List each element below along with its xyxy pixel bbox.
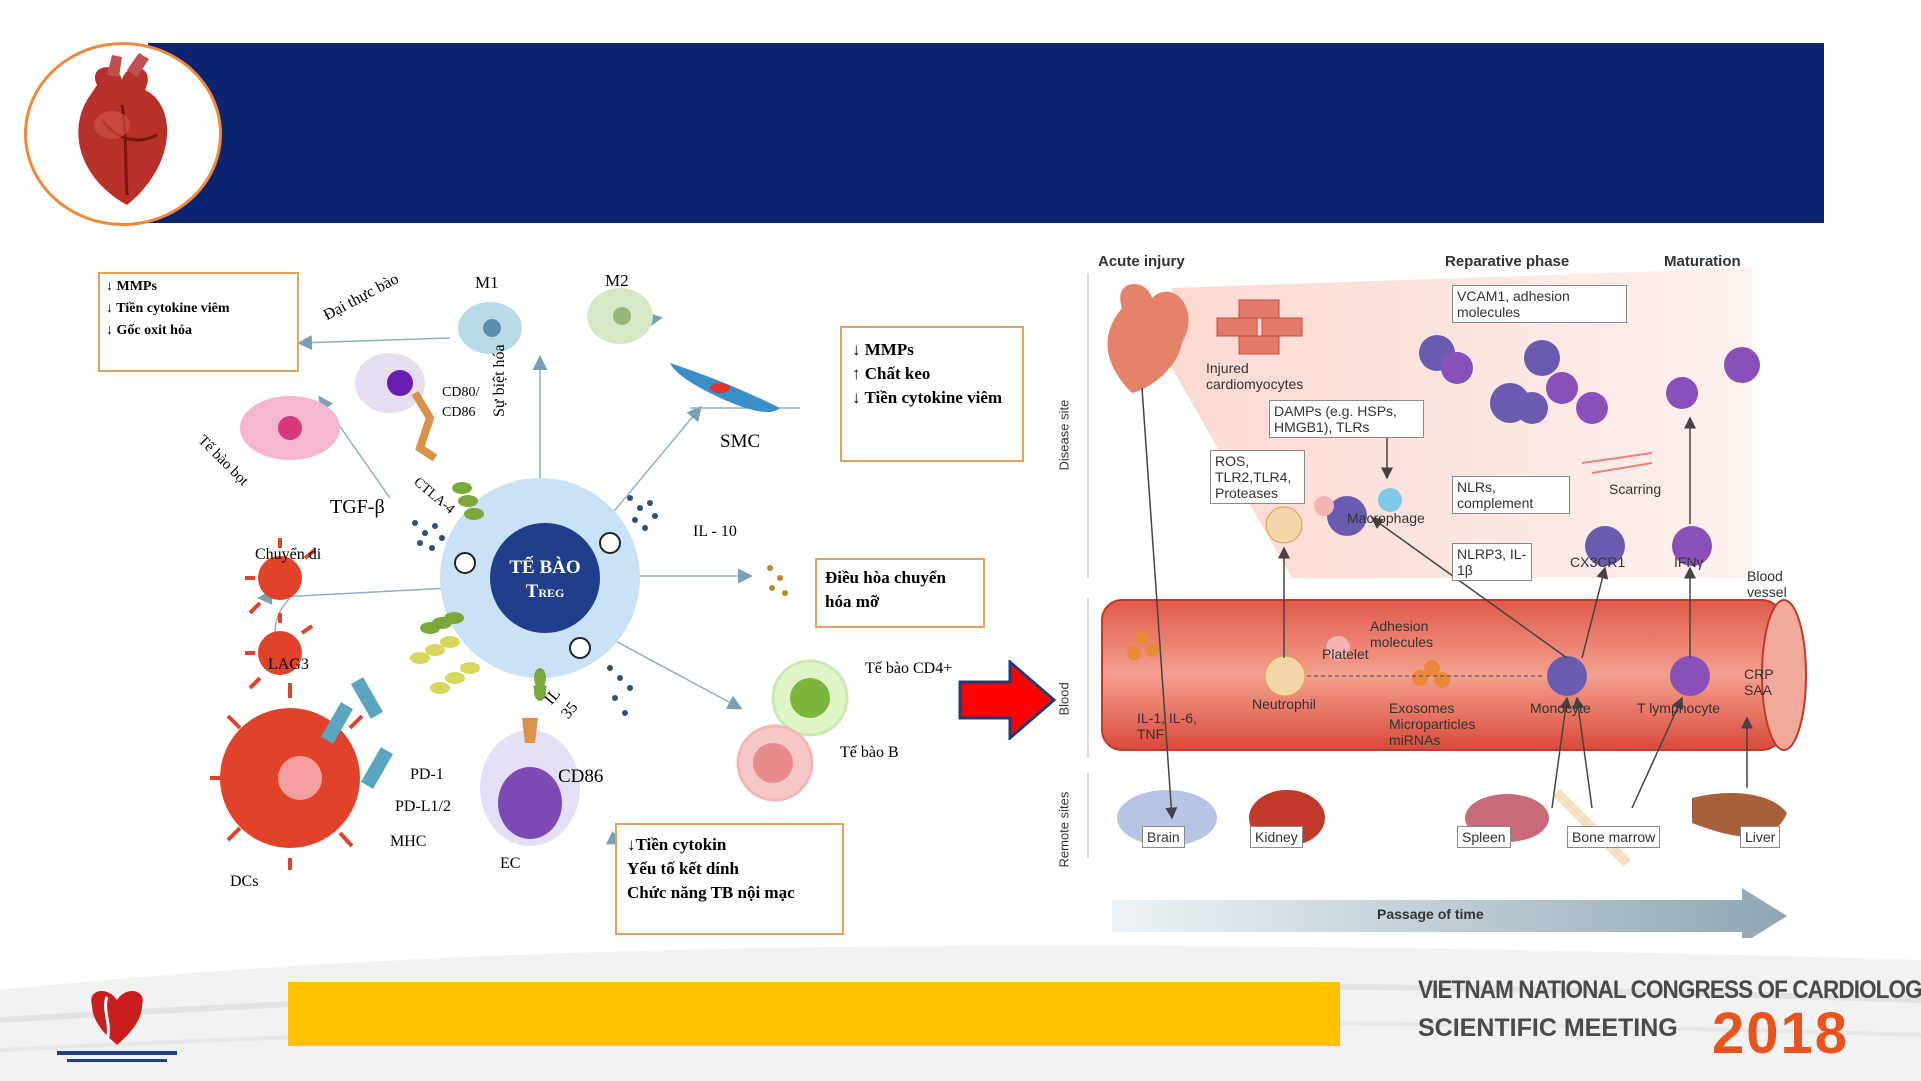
label-injured-cardiomyocytes: Injured cardiomyocytes <box>1206 360 1304 392</box>
header-maturation: Maturation <box>1664 253 1741 270</box>
box-item: Yếu tố kết dính <box>627 859 739 878</box>
label-cd80-cd86: CD80/ CD86 <box>442 385 480 420</box>
label-tgf-beta: TGF-β <box>330 496 385 518</box>
label-cx3cr1: CX3CR1 <box>1570 554 1626 570</box>
box-item: ↑ Chất keo <box>852 364 931 383</box>
fat-metabolism-box: Điều hòa chuyển hóa mỡ <box>815 558 985 628</box>
label-t-lymphocyte: T lymphocyte <box>1637 700 1720 716</box>
congress-year: 2018 <box>1712 1001 1850 1066</box>
label-m1: M1 <box>475 273 499 292</box>
label-vcam: VCAM1, adhesion molecules <box>1452 285 1627 323</box>
label-su-biet-hoa: Sự biệt hóa <box>491 344 508 417</box>
label-monocyte: Monocyte <box>1530 700 1591 716</box>
side-label-remote: Remote sites <box>1056 791 1072 868</box>
header-bar <box>148 43 1824 223</box>
label-exosomes: Exosomes Microparticles miRNAs <box>1389 700 1476 748</box>
label-macrophage: Macrophage <box>1347 510 1425 526</box>
macrophage-effects-box: ↓ MMPs ↓ Tiền cytokine viêm ↓ Gốc oxit h… <box>98 272 299 372</box>
box-item: ↓ Tiền cytokine viêm <box>852 388 1003 407</box>
side-label-blood: Blood <box>1056 682 1072 716</box>
box-item: ↓ Gốc oxit hóa <box>106 323 192 338</box>
label-scarring: Scarring <box>1609 481 1662 497</box>
label-bone-marrow: Bone marrow <box>1567 826 1661 848</box>
label-blood-vessel: Blood vessel <box>1747 568 1787 600</box>
label-cd86: CD86 <box>558 766 604 787</box>
label-m2: M2 <box>605 271 629 290</box>
label-ec: EC <box>500 855 521 872</box>
treg-cell-label: TẾ BÀO TREG <box>509 557 581 602</box>
label-il-tnf: IL-1, IL-6, TNF <box>1137 710 1197 742</box>
red-arrow-icon <box>958 660 1057 740</box>
smc-effects-box: ↓ MMPs ↑ Chất keo ↓ Tiền cytokine viêm <box>840 326 1024 462</box>
association-logo <box>52 985 182 1065</box>
label-passage-of-time: Passage of time <box>1377 906 1484 922</box>
label-ros: ROS, TLR2,TLR4, Proteases <box>1210 450 1305 504</box>
label-nlrs: NLRs, complement <box>1452 476 1570 514</box>
header-acute-injury: Acute injury <box>1098 253 1185 270</box>
label-dcs: DCs <box>230 873 259 890</box>
box-item: ↓ MMPs <box>852 340 914 359</box>
label-ifng: IFNγ <box>1674 554 1704 570</box>
slide-title <box>148 43 1824 103</box>
label-brain: Brain <box>1142 826 1185 848</box>
caption-text <box>288 982 1340 1010</box>
label-mhc: MHC <box>390 833 427 850</box>
side-label-disease: Disease site <box>1056 399 1072 471</box>
label-pdl12: PD-L1/2 <box>395 798 451 815</box>
caption-bar <box>288 982 1340 1046</box>
treg-diagram: ↓ MMPs ↓ Tiền cytokine viêm ↓ Gốc oxit h… <box>90 258 1024 938</box>
treg-diagram-lines <box>210 288 849 870</box>
label-platelet: Platelet <box>1322 646 1369 662</box>
label-liver: Liver <box>1740 826 1781 848</box>
ec-effects-box: ↓Tiền cytokin Yếu tố kết dính Chức năng … <box>615 823 844 935</box>
label-crp-saa: CRP SAA <box>1744 666 1774 698</box>
label-te-bao-b: Tế bào B <box>840 744 899 761</box>
box-item: ↓ MMPs <box>106 279 157 294</box>
heart-icon <box>78 53 168 206</box>
label-neutrophil: Neutrophil <box>1252 696 1316 712</box>
box-item: ↓Tiền cytokin <box>627 835 727 854</box>
label-pd1: PD-1 <box>410 766 444 783</box>
congress-subtitle: SCIENTIFIC MEETING <box>1418 1014 1678 1042</box>
box-item: Chức năng TB nội mạc <box>627 883 795 902</box>
congress-title: VIETNAM NATIONAL CONGRESS OF CARDIOLOGY <box>1418 976 1921 1004</box>
timeline-diagram-graphics <box>1087 268 1807 938</box>
box-item: ↓ Tiền cytokine viêm <box>106 301 230 316</box>
label-te-bao-cd4: Tế bào CD4+ <box>865 660 953 677</box>
label-lag3: LAG3 <box>268 656 309 673</box>
heart-map-logo-icon <box>57 990 177 1062</box>
label-adhesion-molecules: Adhesion molecules <box>1370 618 1434 650</box>
label-chuyen-di: Chuyển di <box>255 546 322 563</box>
label-spleen: Spleen <box>1457 826 1511 848</box>
inflammation-timeline-diagram: Acute injury Reparative phase Maturation… <box>1052 248 1812 938</box>
heart-logo <box>24 42 222 226</box>
label-kidney: Kidney <box>1250 826 1303 848</box>
label-damps: DAMPs (e.g. HSPs, HMGB1), TLRs <box>1269 400 1424 438</box>
header-reparative-phase: Reparative phase <box>1445 253 1570 270</box>
label-nlrp3: NLRP3, IL-1β <box>1452 543 1532 581</box>
label-il10: IL - 10 <box>693 523 737 540</box>
label-smc: SMC <box>720 431 761 452</box>
